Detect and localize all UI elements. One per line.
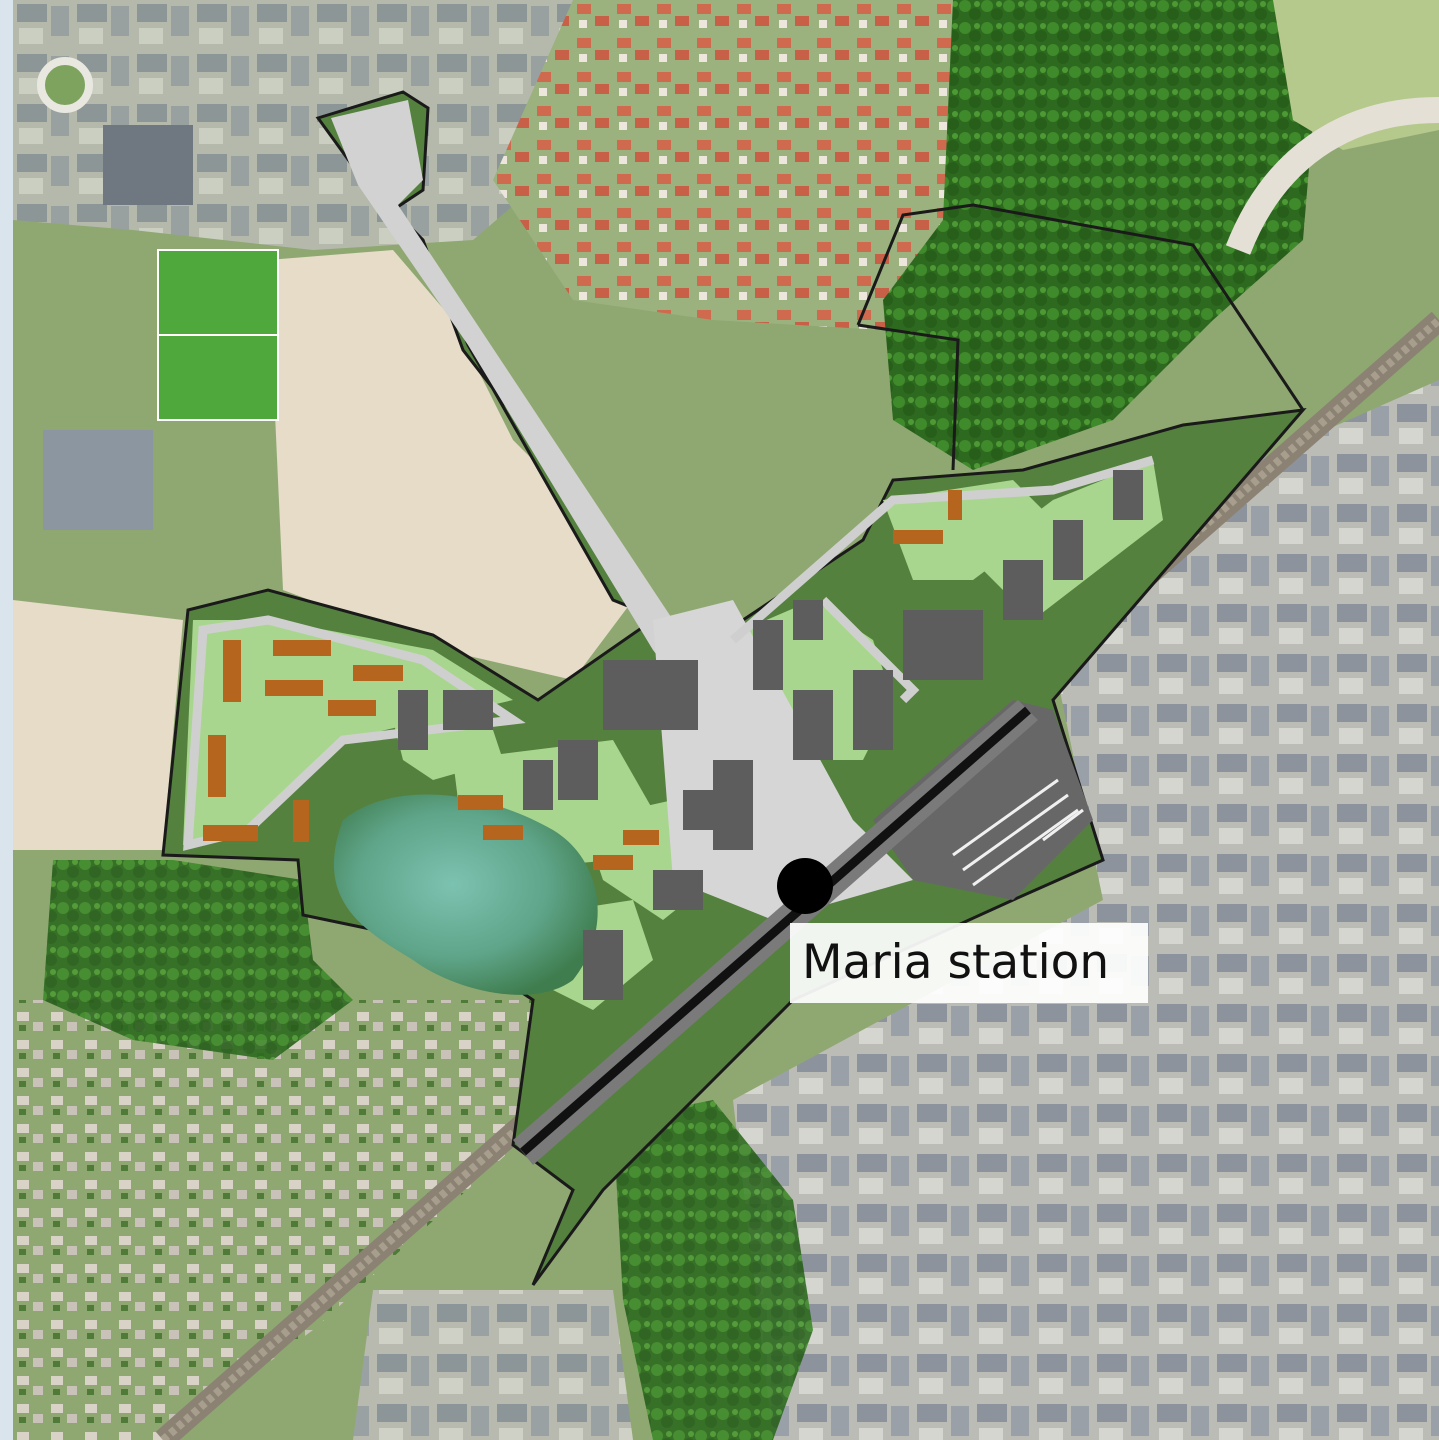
residential-block-west — [183, 620, 513, 845]
parking-area — [873, 700, 1093, 900]
apartment-block — [683, 790, 713, 830]
terraced-house — [593, 855, 633, 870]
apartment-block — [603, 660, 698, 730]
apartment-block — [793, 600, 823, 640]
terraced-house — [623, 830, 659, 845]
road-northeast — [1225, 97, 1439, 255]
residential-houses-north — [493, 0, 953, 330]
forest-parcel-boundary-inner — [857, 323, 960, 471]
terraced-house — [458, 795, 503, 810]
terraced-house — [948, 490, 962, 520]
apartment-block — [793, 690, 833, 760]
apartment-block — [853, 670, 893, 750]
sports-hall — [103, 125, 193, 205]
allotment-gardens — [13, 1000, 553, 1440]
terraced-house — [893, 530, 943, 544]
apartment-block — [583, 930, 623, 1000]
development-plan[interactable] — [161, 90, 1307, 1286]
roundabout — [37, 57, 93, 113]
aerial-map[interactable] — [13, 0, 1439, 1440]
apartment-block — [713, 760, 753, 850]
school-building — [43, 430, 153, 530]
apartment-block — [903, 610, 983, 680]
residential-block-east-2 — [883, 480, 1053, 580]
apartment-block — [398, 690, 428, 750]
apartment-block — [523, 760, 553, 810]
terraced-house — [203, 825, 258, 841]
apartment-block — [753, 620, 783, 690]
railway-aerial-tracks — [160, 316, 1439, 1440]
industrial-area — [733, 380, 1439, 1440]
urban-area-south — [353, 1290, 633, 1440]
apartment-block — [653, 870, 703, 910]
apartment-block — [443, 690, 493, 730]
tree-cluster-south — [613, 1100, 813, 1440]
field-center-left — [268, 250, 633, 680]
tree-cluster-west — [43, 860, 353, 1060]
terraced-house — [273, 640, 331, 656]
parking-stripes — [952, 778, 1084, 887]
railway-line[interactable] — [520, 706, 1031, 1156]
apartment-block — [558, 740, 598, 800]
left-border-strip — [0, 0, 13, 1440]
pond — [333, 794, 598, 995]
terraced-house — [223, 640, 241, 702]
station-marker-icon[interactable] — [777, 858, 833, 914]
apartment-block — [1003, 560, 1043, 620]
terraced-house — [265, 680, 323, 696]
terraced-house — [353, 665, 403, 681]
internal-road-east — [730, 455, 1155, 644]
field-west — [13, 600, 183, 850]
forest-parcel-boundary — [856, 203, 1305, 411]
terraced-house — [208, 735, 226, 797]
apartment-block — [1113, 470, 1143, 520]
apartment-block — [1053, 520, 1083, 580]
terraced-house — [483, 825, 523, 840]
internal-road-east-2 — [819, 596, 920, 704]
forest-northeast — [883, 0, 1313, 470]
terraced-house — [328, 700, 376, 716]
terraced-house — [293, 800, 309, 842]
station-label[interactable]: Maria station — [790, 923, 1148, 1003]
